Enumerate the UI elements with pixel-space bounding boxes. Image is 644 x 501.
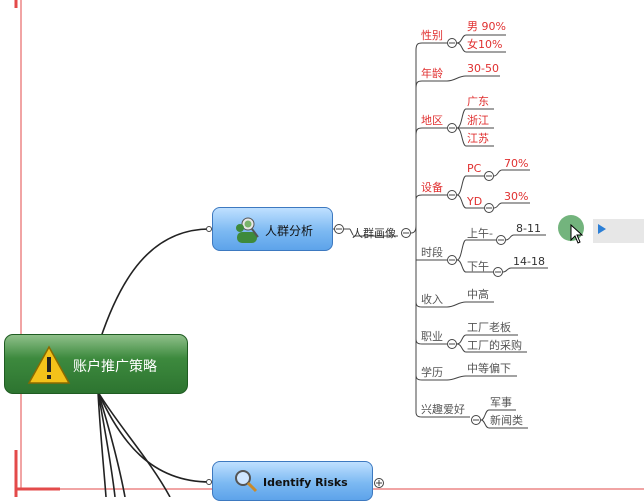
category-age[interactable]: 年龄 bbox=[421, 67, 443, 80]
magnifier-icon bbox=[235, 470, 258, 493]
category-income[interactable]: 收入 bbox=[421, 293, 443, 306]
link-root-down-2 bbox=[97, 391, 116, 497]
leaf-income[interactable]: 中高 bbox=[467, 288, 489, 301]
leaf-region-zhejiang[interactable]: 浙江 bbox=[467, 114, 489, 127]
mouse-cursor-icon bbox=[570, 224, 584, 244]
leaf-links bbox=[446, 34, 548, 429]
category-device[interactable]: 设备 bbox=[421, 181, 443, 194]
category-hobby[interactable]: 兴趣爱好 bbox=[421, 403, 465, 416]
play-icon[interactable] bbox=[598, 224, 606, 234]
leaf-gender-female[interactable]: 女10% bbox=[467, 38, 503, 51]
root-topic[interactable]: 账户推广策略 bbox=[4, 334, 188, 394]
leaf-job-owner[interactable]: 工厂老板 bbox=[467, 321, 511, 334]
category-gender[interactable]: 性别 bbox=[421, 29, 443, 42]
leaf-time-afternoon[interactable]: 下午 bbox=[467, 260, 489, 273]
link-root-down-4 bbox=[97, 391, 171, 497]
link-root-risks bbox=[97, 391, 211, 483]
topic-identify-risks[interactable]: Identify Risks bbox=[212, 461, 373, 501]
leaf-time-morning[interactable]: 上午- bbox=[467, 227, 493, 240]
node-dot bbox=[206, 479, 212, 485]
link-root-crowd bbox=[99, 228, 211, 341]
leaf-hobby-military[interactable]: 军事 bbox=[490, 396, 512, 409]
leaf-time-afternoon-range[interactable]: 14-18 bbox=[513, 255, 545, 268]
leaf-device-yd-share[interactable]: 30% bbox=[504, 190, 529, 203]
leaf-education[interactable]: 中等偏下 bbox=[467, 362, 511, 375]
leaf-device-pc[interactable]: PC bbox=[467, 162, 482, 175]
leaf-job-buyer[interactable]: 工厂的采购 bbox=[467, 339, 522, 352]
topic-identify-risks-label: Identify Risks bbox=[263, 476, 348, 489]
category-education[interactable]: 学历 bbox=[421, 366, 443, 379]
leaf-region-guangdong[interactable]: 广东 bbox=[467, 95, 489, 108]
leaf-device-yd[interactable]: YD bbox=[467, 195, 483, 208]
leaf-device-pc-share[interactable]: 70% bbox=[504, 157, 529, 170]
node-dot bbox=[206, 226, 212, 232]
leaf-age[interactable]: 30-50 bbox=[467, 62, 499, 75]
category-region[interactable]: 地区 bbox=[421, 114, 443, 127]
category-job[interactable]: 职业 bbox=[421, 330, 443, 343]
leaf-region-jiangsu[interactable]: 江苏 bbox=[467, 132, 489, 145]
leaf-hobby-news[interactable]: 新闻类 bbox=[490, 414, 523, 427]
category-links bbox=[415, 42, 470, 418]
leaf-time-morning-range[interactable]: 8-11 bbox=[516, 222, 541, 235]
category-time[interactable]: 时段 bbox=[421, 246, 443, 259]
warning-icon bbox=[27, 345, 71, 384]
topic-crowd-analysis-label: 人群分析 bbox=[265, 224, 314, 238]
leaf-gender-male[interactable]: 男 90% bbox=[467, 20, 506, 33]
link-root-down-1 bbox=[97, 391, 126, 497]
root-topic-label: 账户推广策略 bbox=[73, 359, 157, 375]
link-root-down-3 bbox=[97, 391, 107, 497]
category-toggles[interactable] bbox=[447, 38, 506, 425]
topic-crowd-analysis[interactable]: 人群分析 bbox=[212, 207, 333, 251]
portrait-node[interactable]: 人群画像 bbox=[352, 227, 396, 240]
people-search-icon bbox=[236, 217, 259, 243]
